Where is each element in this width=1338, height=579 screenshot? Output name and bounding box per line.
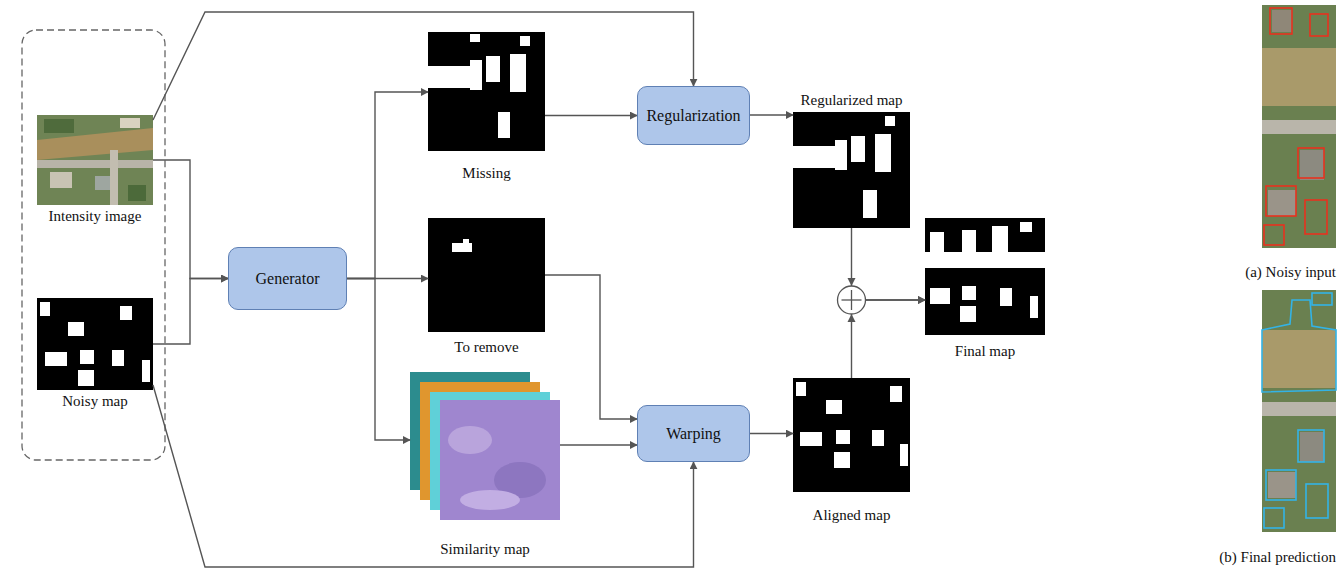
image-panel: Similarity map xyxy=(410,368,560,558)
input-group-outline xyxy=(22,30,165,460)
arrow-connector xyxy=(153,385,694,567)
image-panel: Noisy map xyxy=(37,298,153,410)
aerial-photo xyxy=(1262,5,1336,248)
mask-thumbnail xyxy=(793,378,910,492)
box-label: Generator xyxy=(256,270,320,288)
arrow-connector xyxy=(153,12,694,120)
process-box: Generator xyxy=(228,247,347,310)
image-caption: Regularized map xyxy=(800,92,902,109)
box-label: Warping xyxy=(666,425,721,443)
image-caption: Final map xyxy=(955,343,1015,360)
aerial-photo xyxy=(1262,290,1336,532)
arrow-connector xyxy=(347,279,410,441)
arrow-connector xyxy=(750,114,793,115)
image-caption: (b) Final prediction xyxy=(1219,549,1336,566)
arrow-connector xyxy=(560,444,637,445)
image-caption: Aligned map xyxy=(813,507,891,524)
arrow-connector xyxy=(153,160,228,279)
image-panel: Regularized map xyxy=(793,92,910,228)
image-caption: Missing xyxy=(462,165,510,182)
image-panel: (b) Final prediction xyxy=(1212,290,1336,566)
arrow-connector xyxy=(852,300,926,378)
aerial-thumbnail xyxy=(37,115,153,205)
arrow-connector xyxy=(545,115,637,116)
process-box: Regularization xyxy=(637,86,750,145)
image-panel: To remove xyxy=(428,218,545,356)
image-caption: Similarity map xyxy=(440,541,530,558)
mask-thumbnail xyxy=(428,32,545,151)
mask-thumbnail xyxy=(793,112,910,228)
image-panel: Missing xyxy=(428,32,545,182)
image-caption: Intensity image xyxy=(49,208,142,225)
image-panel: (a) Noisy input xyxy=(1222,5,1336,281)
feature-map-stack xyxy=(410,372,560,520)
image-panel: Final map xyxy=(925,218,1045,360)
arrow-connector xyxy=(153,279,228,345)
arrow-connector xyxy=(545,275,637,419)
box-label: Regularization xyxy=(646,107,740,125)
mask-thumbnail xyxy=(37,298,153,390)
arrow-connector xyxy=(750,433,793,434)
image-caption: To remove xyxy=(454,339,518,356)
mask-thumbnail xyxy=(925,218,1045,335)
process-box: Warping xyxy=(637,405,750,462)
arrow-connector xyxy=(852,228,926,300)
image-caption: Noisy map xyxy=(62,393,127,410)
image-caption: (a) Noisy input xyxy=(1245,264,1336,281)
image-panel: Intensity image xyxy=(37,115,153,225)
image-panel: Aligned map xyxy=(793,378,910,524)
arrow-connector xyxy=(347,92,428,279)
mask-thumbnail xyxy=(428,218,545,332)
